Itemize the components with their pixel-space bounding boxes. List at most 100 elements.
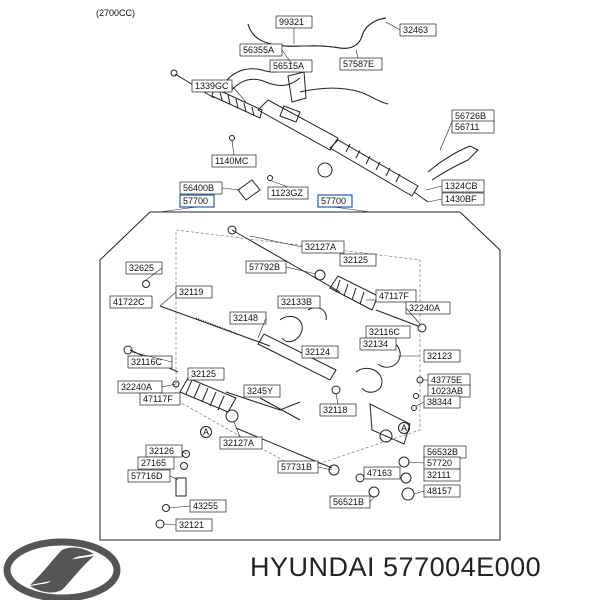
label-32111: 32111	[427, 470, 451, 480]
label-32240A-bottom: 32240A	[121, 382, 152, 392]
label-32121: 32121	[179, 520, 204, 530]
seal-32125	[314, 269, 326, 281]
label-57716D: 57716D	[131, 471, 163, 481]
nut-32111	[400, 472, 412, 484]
brand-name: HYUNDAI	[250, 552, 376, 582]
label-56711: 56711	[455, 122, 479, 132]
label-99321: 99321	[279, 17, 304, 27]
brand-part-number-caption: HYUNDAI 577004E000	[250, 552, 541, 583]
label-1324CB: 1324CB	[445, 181, 478, 191]
steering-arm	[427, 145, 479, 181]
label-1140MC: 1140MC	[215, 156, 249, 166]
pipe-bracket	[287, 71, 307, 103]
label-1430BF: 1430BF	[445, 194, 477, 204]
pinion-housing	[317, 162, 333, 178]
label-57700-left: 57700	[183, 196, 208, 206]
ring-27165	[180, 462, 188, 470]
label-56532B: 56532B	[427, 447, 458, 457]
cap-57720	[398, 456, 410, 468]
clamp-32133B	[279, 315, 303, 343]
label-57792B: 57792B	[249, 262, 280, 272]
bolt-1023AB	[413, 393, 419, 399]
label-32126: 32126	[149, 446, 174, 456]
label-1123GZ: 1123GZ	[271, 188, 303, 198]
callout-a-left-text: A	[203, 427, 209, 437]
seal-56521B	[368, 486, 380, 498]
label-32125-bottom: 32125	[191, 369, 216, 379]
label-47163: 47163	[367, 468, 392, 478]
label-32625: 32625	[129, 263, 154, 273]
label-56521B: 56521B	[333, 497, 364, 507]
upper-part-labels: 99321 32463 56355A 57587E 56515A 1339GC …	[179, 15, 495, 208]
bolt-1123GZ	[267, 175, 273, 181]
right-boot-ribs	[345, 143, 401, 183]
hyundai-logo	[3, 538, 121, 602]
label-47117F-bottom: 47117F	[143, 394, 173, 404]
valve-port	[379, 429, 393, 443]
label-32116C-top: 32116C	[369, 327, 400, 337]
pipe-3245Y	[259, 397, 301, 421]
label-57700-right: 57700	[321, 196, 346, 206]
lower-tie-rod-end	[123, 345, 133, 355]
upper-assembly-drawing	[170, 17, 479, 203]
label-32134: 32134	[363, 339, 388, 349]
label-32124: 32124	[305, 347, 330, 357]
yoke-57716D	[175, 477, 187, 497]
label-1339GC: 1339GC	[195, 81, 229, 91]
valve-body	[279, 105, 301, 123]
ring-32121	[155, 519, 165, 529]
label-41722C: 41722C	[113, 297, 145, 307]
label-48157: 48157	[427, 486, 452, 496]
upper-boot-ribs	[335, 279, 365, 305]
label-32125-top: 32125	[343, 255, 368, 265]
rack-end	[227, 225, 237, 235]
label-32127A-top: 32127A	[305, 242, 336, 252]
label-56355A: 56355A	[243, 45, 274, 55]
label-57720: 57720	[427, 458, 452, 468]
label-32127A-bottom: 32127A	[223, 438, 254, 448]
ring-47117F	[172, 380, 180, 388]
exploded-view-frame	[99, 211, 501, 541]
label-43255: 43255	[193, 501, 218, 511]
lower-boot	[179, 377, 237, 413]
label-32119: 32119	[179, 287, 203, 297]
bushing-32133B	[307, 307, 327, 321]
bolt-1140MC	[229, 135, 235, 141]
bleed-line	[225, 391, 301, 411]
bolt-38344	[411, 405, 417, 411]
label-56726B: 56726B	[455, 111, 486, 121]
seal-32118	[331, 385, 341, 395]
callout-a-right-text: A	[401, 423, 407, 433]
callout-a-left	[200, 426, 212, 438]
right-tie-rod	[413, 191, 429, 203]
upper-tie-rod-end	[417, 323, 427, 333]
ring-32126	[182, 450, 190, 458]
lower-part-labels: 32127A 32625 57792B 32125 47117F 41722C …	[109, 235, 471, 532]
label-1023AB: 1023AB	[431, 386, 463, 396]
label-32240A-top: 32240A	[409, 303, 440, 313]
label-32148: 32148	[233, 313, 258, 323]
seal-47163	[355, 473, 365, 483]
label-57731B: 57731B	[281, 462, 312, 472]
rack-housing	[257, 99, 339, 151]
label-32116C-bottom: 32116C	[131, 357, 162, 367]
label-56515A: 56515A	[273, 61, 304, 71]
ring-32625	[142, 280, 150, 288]
left-boot-ribs	[219, 91, 255, 117]
label-47117F-top: 47117F	[379, 291, 409, 301]
label-32133B: 32133B	[281, 297, 312, 307]
valve-housing	[369, 403, 411, 445]
left-tie-rod-end	[170, 69, 178, 77]
label-32463: 32463	[403, 25, 428, 35]
feed-pipe-b	[229, 77, 301, 93]
engine-variant-label: (2700CC)	[96, 8, 135, 18]
label-3245Y: 3245Y	[247, 386, 273, 396]
label-32123: 32123	[427, 351, 452, 361]
callout-a-right	[398, 422, 410, 434]
label-57587E: 57587E	[343, 59, 374, 69]
bushing-32123	[355, 367, 383, 393]
pinion-gear	[328, 464, 340, 476]
lower-boot-ribs	[185, 379, 225, 411]
